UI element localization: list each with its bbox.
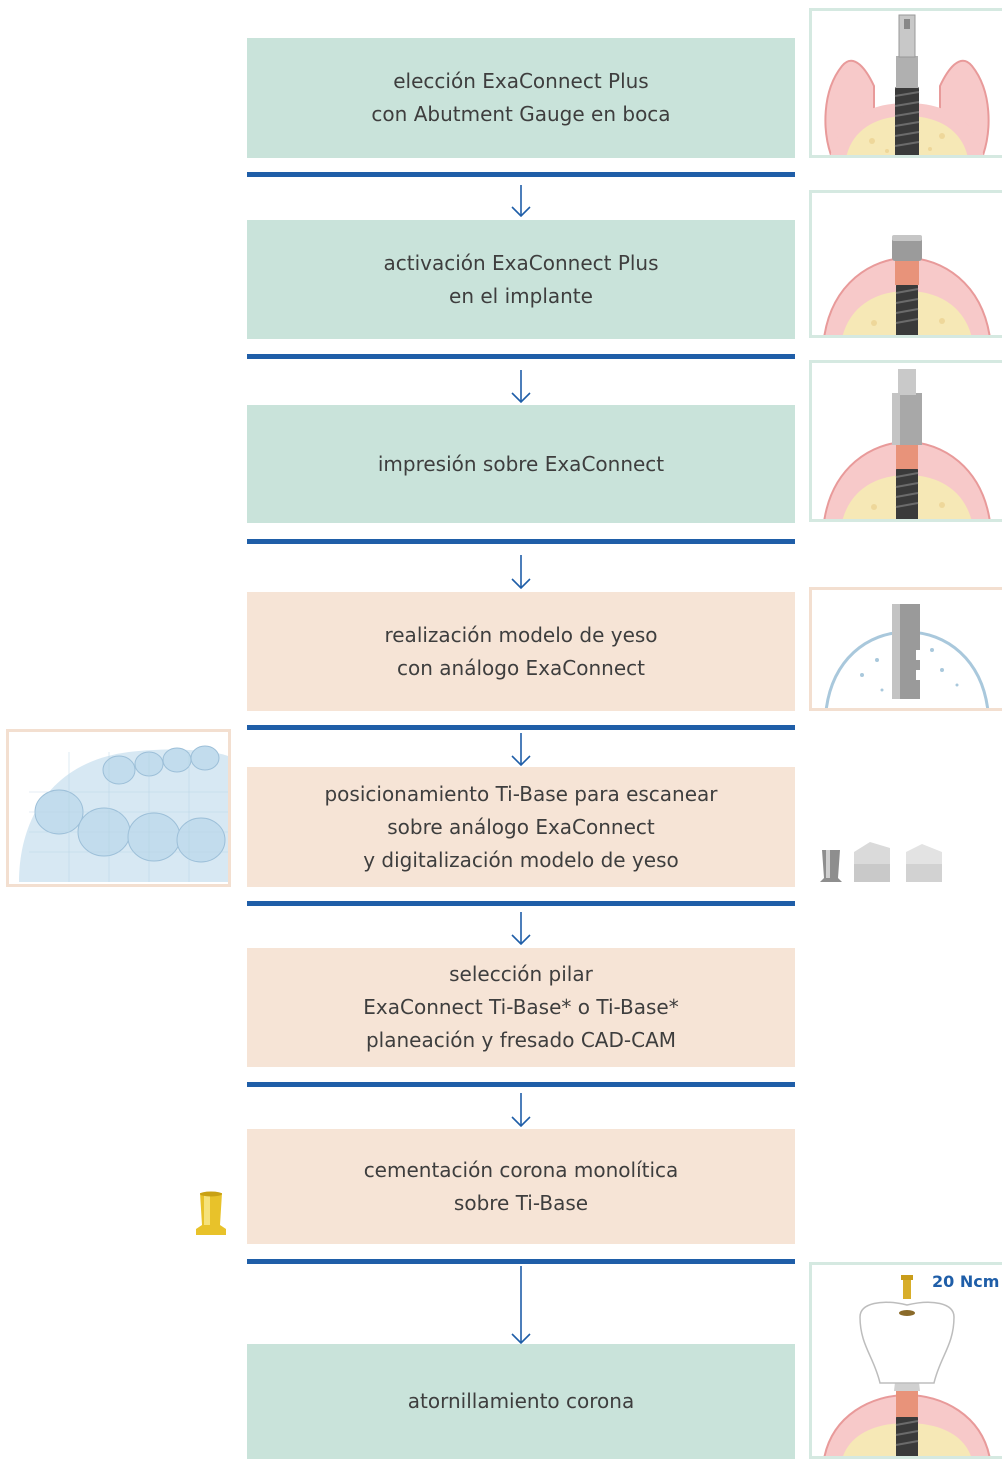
step-6-line-2: ExaConnect Ti-Base* o Ti-Base* xyxy=(363,995,679,1019)
step-box-1: elección ExaConnect Plus con Abutment Ga… xyxy=(247,38,795,158)
down-arrow-icon xyxy=(511,1266,531,1344)
digital-scan-teeth-illustration xyxy=(6,729,231,887)
crown-screwing-illustration xyxy=(809,1262,1002,1459)
step-box-2: activación ExaConnect Plus en el implant… xyxy=(247,220,795,339)
step-7-line-2: sobre Ti-Base xyxy=(453,1190,589,1215)
abutment-gauge-illustration xyxy=(809,8,1002,158)
step-2-line-2: en el implante xyxy=(449,283,593,308)
step-box-6: selección pilar ExaConnect Ti-Base* o Ti… xyxy=(247,948,795,1067)
step-4-line-2: con análogo ExaConnect xyxy=(397,655,645,680)
separator-rule-1 xyxy=(247,172,795,177)
down-arrow-icon xyxy=(511,733,531,766)
down-arrow-icon xyxy=(511,555,531,589)
step-box-3: impresión sobre ExaConnect xyxy=(247,405,795,523)
step-6-line-3: planeación y fresado CAD-CAM xyxy=(365,1028,677,1052)
down-arrow-icon xyxy=(511,1093,531,1127)
step-5-line-2: sobre análogo ExaConnect xyxy=(387,814,655,839)
exaconnect-plus-activation-illustration xyxy=(809,190,1002,338)
ti-base-scan-components-illustration xyxy=(818,838,950,886)
step-1-line-1: elección ExaConnect Plus xyxy=(393,69,649,93)
step-8-line-1: atornillamiento corona xyxy=(407,1389,635,1413)
separator-rule-6 xyxy=(247,1082,795,1087)
step-box-7: cementación corona monolítica sobre Ti-B… xyxy=(247,1129,795,1244)
step-5-line-3: y digitalización modelo de yeso xyxy=(363,847,679,872)
step-2-line-1: activación ExaConnect Plus xyxy=(383,250,659,275)
separator-rule-2 xyxy=(247,354,795,359)
plaster-model-analog-illustration xyxy=(809,587,1002,711)
step-7-line-1: cementación corona monolítica xyxy=(363,1157,679,1182)
separator-rule-5 xyxy=(247,901,795,906)
gold-ti-base-illustration xyxy=(194,1191,230,1237)
down-arrow-icon xyxy=(511,370,531,403)
step-3-line-1: impresión sobre ExaConnect xyxy=(377,451,665,476)
step-box-5: posicionamiento Ti-Base para escanear so… xyxy=(247,767,795,887)
separator-rule-4 xyxy=(247,725,795,730)
step-4-line-1: realización modelo de yeso xyxy=(384,622,658,647)
separator-rule-3 xyxy=(247,539,795,544)
step-6-line-1: selección pilar xyxy=(449,962,593,986)
down-arrow-icon xyxy=(511,912,531,945)
torque-label: 20 Ncm xyxy=(932,1272,1000,1291)
step-5-line-1: posicionamiento Ti-Base para escanear xyxy=(324,781,718,806)
step-1-line-2: con Abutment Gauge en boca xyxy=(371,102,671,126)
down-arrow-icon xyxy=(511,185,531,217)
step-box-8: atornillamiento corona xyxy=(247,1344,795,1459)
separator-rule-7 xyxy=(247,1259,795,1264)
impression-coping-illustration xyxy=(809,360,1002,522)
step-box-4: realización modelo de yeso con análogo E… xyxy=(247,592,795,711)
